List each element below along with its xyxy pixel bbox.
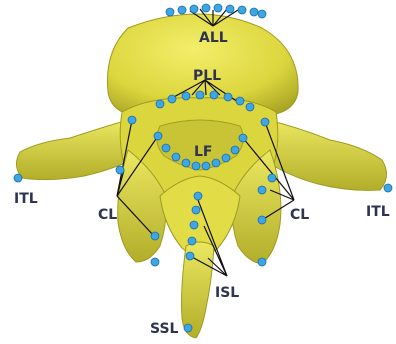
label-itl-left: ITL <box>14 191 38 207</box>
label-ssl: SSL <box>150 321 179 337</box>
left-transverse-process <box>16 120 132 180</box>
label-all: ALL <box>199 30 228 46</box>
label-itl-right: ITL <box>366 204 390 220</box>
label-pll: PLL <box>193 68 221 84</box>
label-cl-right: CL <box>290 207 309 223</box>
ssl-landmarks <box>184 324 192 332</box>
right-transverse-process <box>264 120 387 190</box>
label-lf: LF <box>194 144 212 160</box>
label-isl: ISL <box>215 285 239 301</box>
label-cl-left: CL <box>98 207 117 223</box>
